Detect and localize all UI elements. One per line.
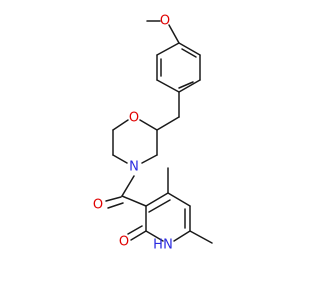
bond-carbonyl-c3: [121, 195, 147, 207]
bond-carbonyl-o-double: [107, 202, 124, 209]
bond-p6-methyl: [189, 230, 213, 244]
bond-n4-carbonyl: [121, 175, 135, 197]
bond-oxygen-aryl: [168, 24, 180, 44]
bond-ch2-morpholine: [156, 116, 180, 131]
molecule-canvas: O O N O O N H: [93, 14, 213, 253]
atom-n-morpholine: N: [129, 160, 139, 175]
bond-ar6-ar1: [156, 42, 180, 56]
bond-p4-p5: [167, 192, 191, 207]
atom-o-methoxy: O: [160, 14, 170, 29]
atom-n-pyridinone: N: [163, 238, 173, 253]
bond-c2-o1: [139, 119, 158, 131]
bond-p6-n1: [173, 230, 191, 242]
bond-p3-p4-double: [148, 199, 171, 213]
bond-ar-inner-1: [181, 48, 197, 58]
atom-o-carbonyl: O: [93, 198, 103, 213]
bond-carbonyl-o: [105, 196, 122, 202]
bond-p2-oxo-double: [127, 225, 143, 235]
bond-c5-n4: [112, 154, 128, 164]
bond-ar3-ar4: [178, 79, 201, 93]
bond-o1-c6: [112, 119, 129, 131]
bond-p3-p4: [145, 192, 169, 207]
bond-ar-inner-2: [178, 81, 194, 89]
bond-n1-p2: [145, 230, 164, 242]
atom-h-pyridinone: H: [153, 238, 163, 253]
bond-n4-c3: [141, 154, 158, 164]
bond-p2-oxo: [130, 230, 147, 241]
molecule-structure: O O N O O N H: [93, 14, 213, 253]
bond-ar4-ar5: [156, 79, 180, 93]
atom-o-oxo: O: [119, 235, 129, 250]
atom-o-morpholine-ring: O: [129, 111, 139, 126]
bond-ar1-ar2: [178, 42, 201, 56]
